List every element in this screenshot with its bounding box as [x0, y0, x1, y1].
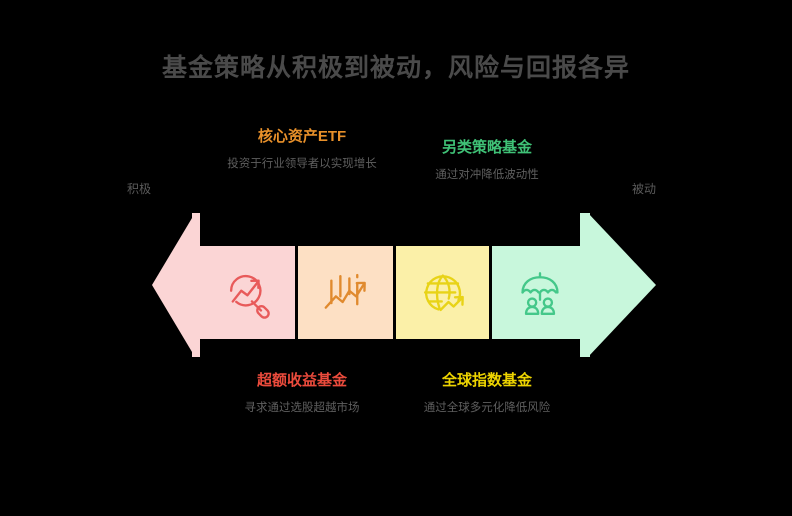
- right-arrowhead: [588, 213, 656, 357]
- callout-headline: 超额收益基金: [256, 372, 347, 389]
- left-arrowhead: [152, 213, 195, 357]
- callout-core-asset-etf: 核心资产ETF 投资于行业领导者以实现增长: [207, 128, 397, 174]
- left-arrowhead-body: [192, 213, 200, 357]
- page-title: 基金策略从积极到被动，风险与回报各异: [161, 54, 630, 82]
- axis-label-active: 积极: [127, 182, 152, 196]
- callout-headline: 全球指数基金: [441, 372, 532, 389]
- callout-description: 通过对冲降低波动性: [435, 168, 539, 181]
- callout-description: 投资于行业领导者以实现增长: [227, 157, 377, 170]
- magnifier-trend-icon: [221, 266, 275, 320]
- globe-trend-icon: [417, 266, 471, 320]
- callout-global-index-fund: 全球指数基金 通过全球多元化降低风险: [392, 372, 582, 418]
- axis-label-passive: 被动: [632, 182, 657, 196]
- callout-alternative-strategy-fund: 另类策略基金 通过对冲降低波动性: [392, 139, 582, 185]
- segment-1-icon-cell[interactable]: [200, 246, 295, 339]
- callout-description: 通过全球多元化降低风险: [423, 401, 551, 414]
- segment-2-block[interactable]: [298, 246, 393, 339]
- umbrella-people-icon: [513, 266, 567, 320]
- segment-2-icon-cell[interactable]: [298, 246, 393, 339]
- segment-4-icon-cell[interactable]: [492, 246, 587, 339]
- segment-3-icon-cell[interactable]: [396, 246, 491, 339]
- callout-alpha-fund: 超额收益基金 寻求通过选股超越市场: [207, 372, 397, 418]
- callout-description: 寻求通过选股超越市场: [244, 401, 360, 414]
- callout-headline: 核心资产ETF: [257, 128, 347, 145]
- callout-headline: 另类策略基金: [441, 139, 532, 156]
- candlestick-chart-arrow-icon: [319, 266, 373, 320]
- spectrum-arrow-band: [148, 205, 660, 365]
